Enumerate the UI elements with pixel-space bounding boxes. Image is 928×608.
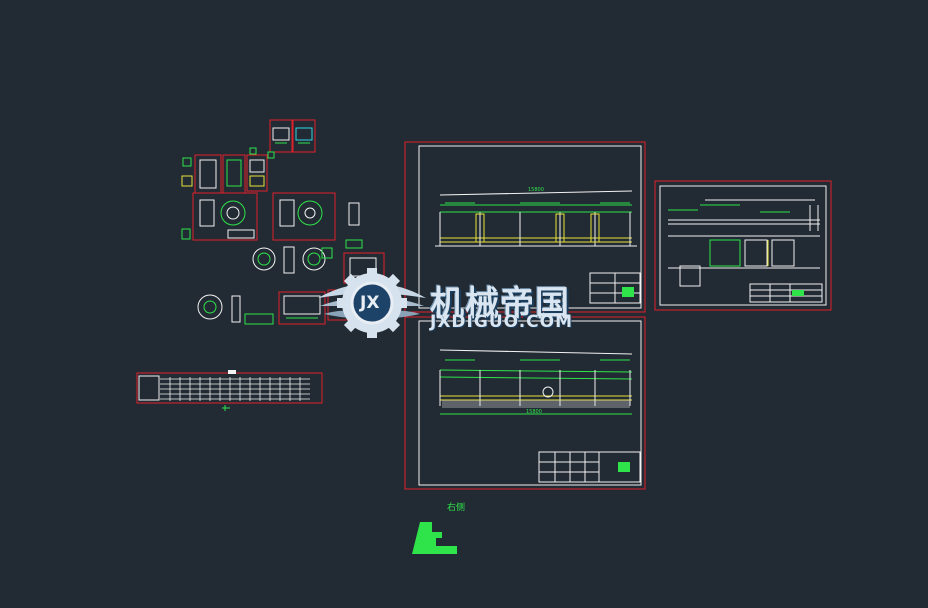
logo-monogram: JX (360, 293, 380, 313)
sheet-c-elevation-bottom (404, 316, 646, 490)
dimension-label-bottom: 15800 (526, 409, 542, 415)
sheet-b-section-view (654, 180, 832, 311)
watermark-subtitle: JXDIGUO.COM (430, 312, 574, 332)
gear-wings-logo-icon (318, 268, 426, 338)
sheet-a-elevation-top (404, 141, 646, 313)
part-sheets-cluster (181, 119, 385, 325)
watermark-title: 机械帝国 (430, 284, 570, 324)
dimension-label-top: 15800 (528, 187, 544, 193)
right-side-label: 右侧 (447, 503, 466, 513)
green-marker-block (412, 522, 457, 554)
conveyor-strip (136, 370, 323, 411)
